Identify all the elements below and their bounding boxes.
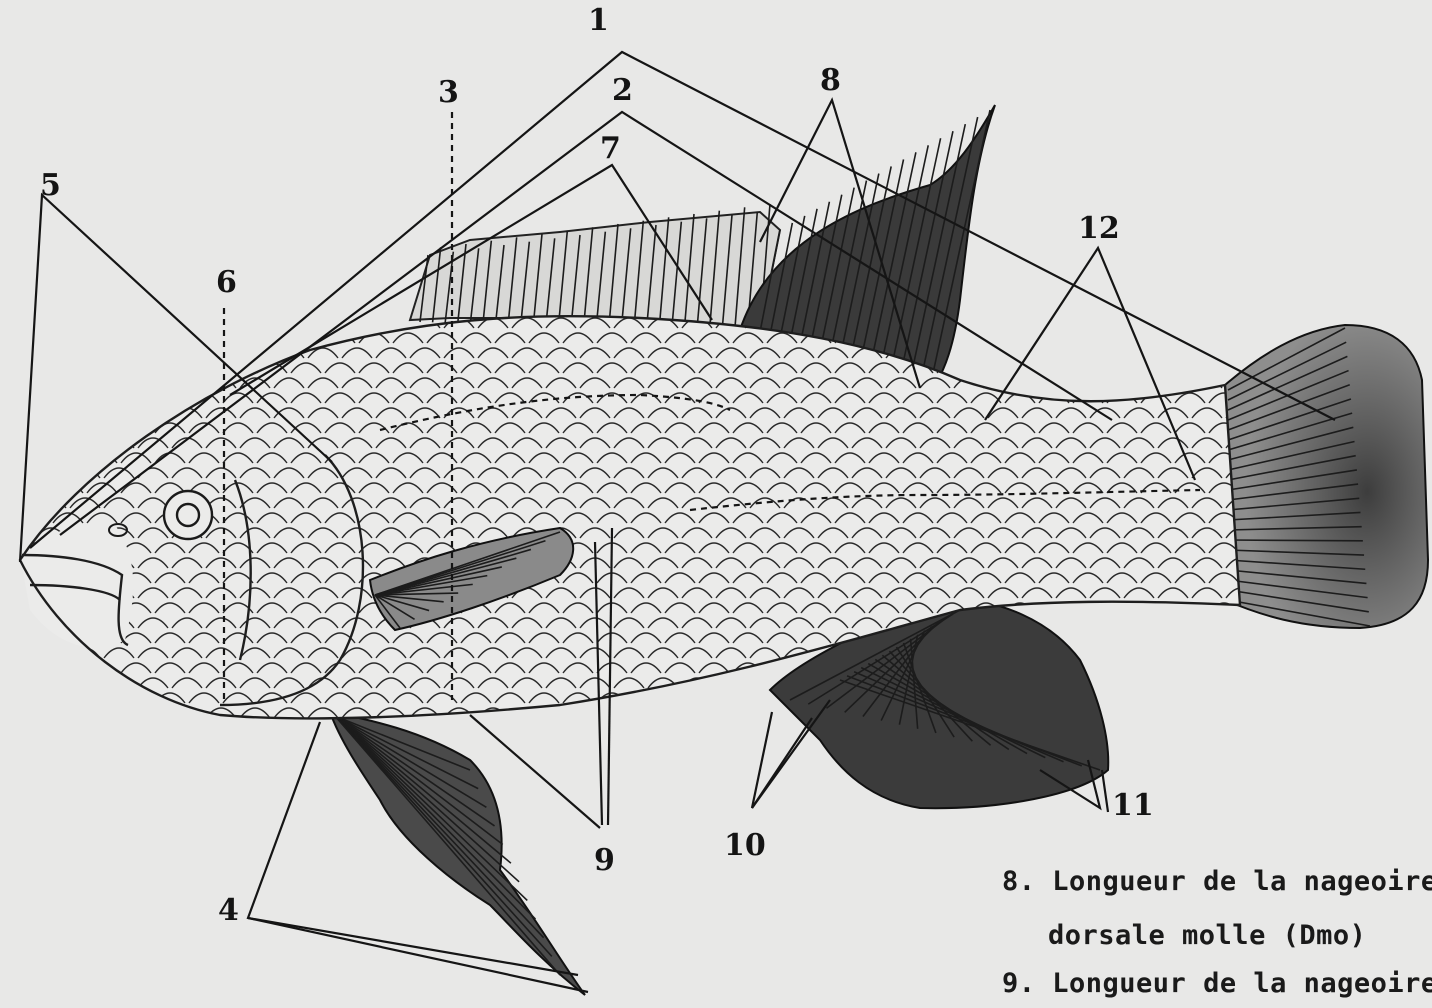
- label-10: 10: [724, 828, 766, 863]
- label-9: 9: [594, 843, 615, 878]
- label-1: 1: [588, 3, 609, 38]
- label-11: 11: [1112, 788, 1154, 823]
- label-8: 8: [820, 63, 841, 98]
- caudal-fin: [1225, 325, 1428, 628]
- label-6: 6: [216, 265, 237, 300]
- legend-line-8: 8. Longueur de la nageoire: [1002, 866, 1432, 897]
- label-2: 2: [612, 73, 633, 108]
- fin-ray: [1228, 540, 1363, 541]
- legend-line-9: 9. Longueur de la nageoire: [1002, 968, 1432, 999]
- pelvic-fin: [330, 712, 585, 995]
- label-7: 7: [600, 131, 621, 166]
- label-5: 5: [40, 168, 61, 203]
- label-12: 12: [1078, 211, 1120, 246]
- legend-line-8-cont: dorsale molle (Dmo): [1048, 920, 1366, 951]
- label-3: 3: [438, 75, 459, 110]
- label-4: 4: [218, 893, 239, 928]
- spiny-dorsal-fin: [410, 204, 780, 330]
